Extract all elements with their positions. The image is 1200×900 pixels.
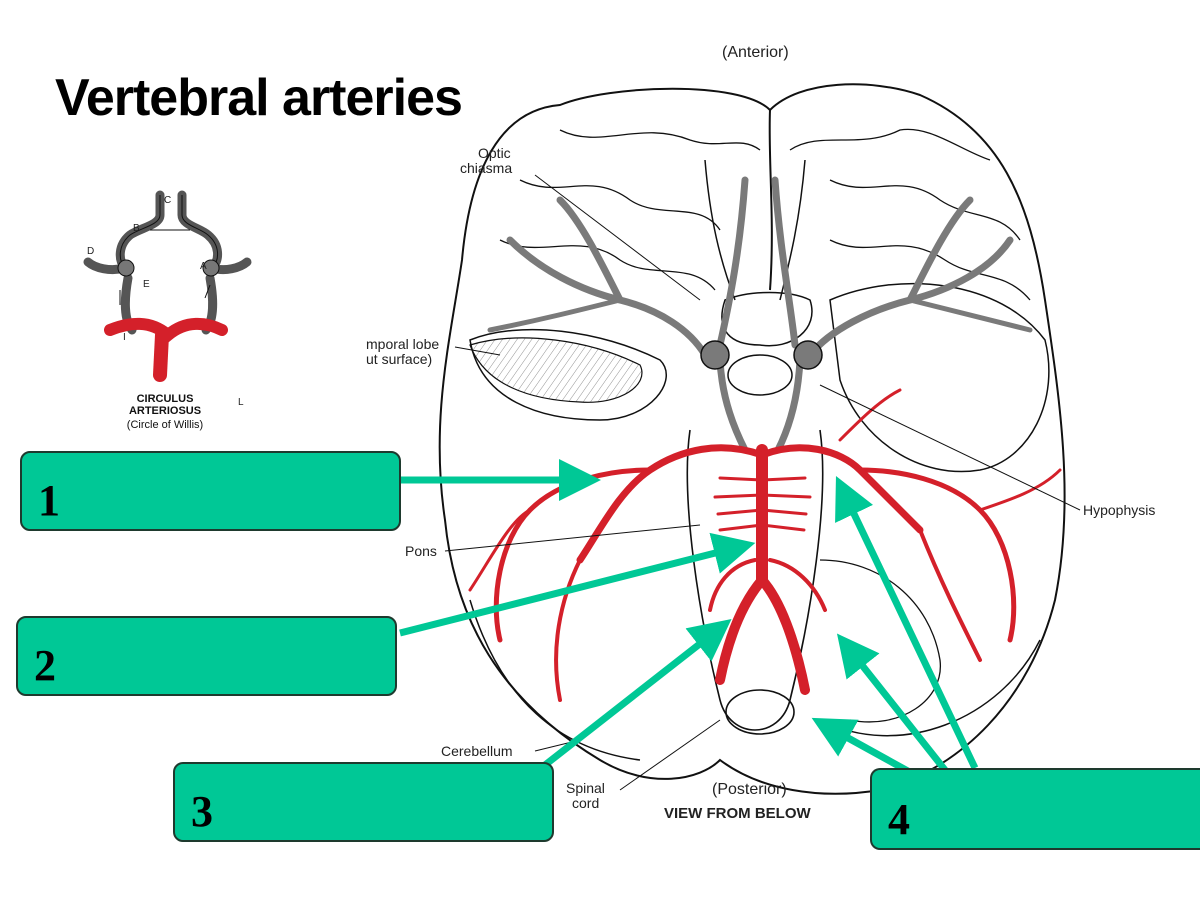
answer-box-4[interactable]: 4 <box>870 768 1200 850</box>
answer-number-2: 2 <box>34 644 56 688</box>
answer-box-3[interactable]: 3 <box>173 762 554 842</box>
answer-number-4: 4 <box>888 798 910 842</box>
answer-number-3: 3 <box>191 790 213 834</box>
answer-number-1: 1 <box>38 479 60 523</box>
arrow-2 <box>400 548 735 633</box>
answer-box-1[interactable]: 1 <box>20 451 401 531</box>
arrow-3 <box>545 632 715 765</box>
answer-box-2[interactable]: 2 <box>16 616 397 696</box>
